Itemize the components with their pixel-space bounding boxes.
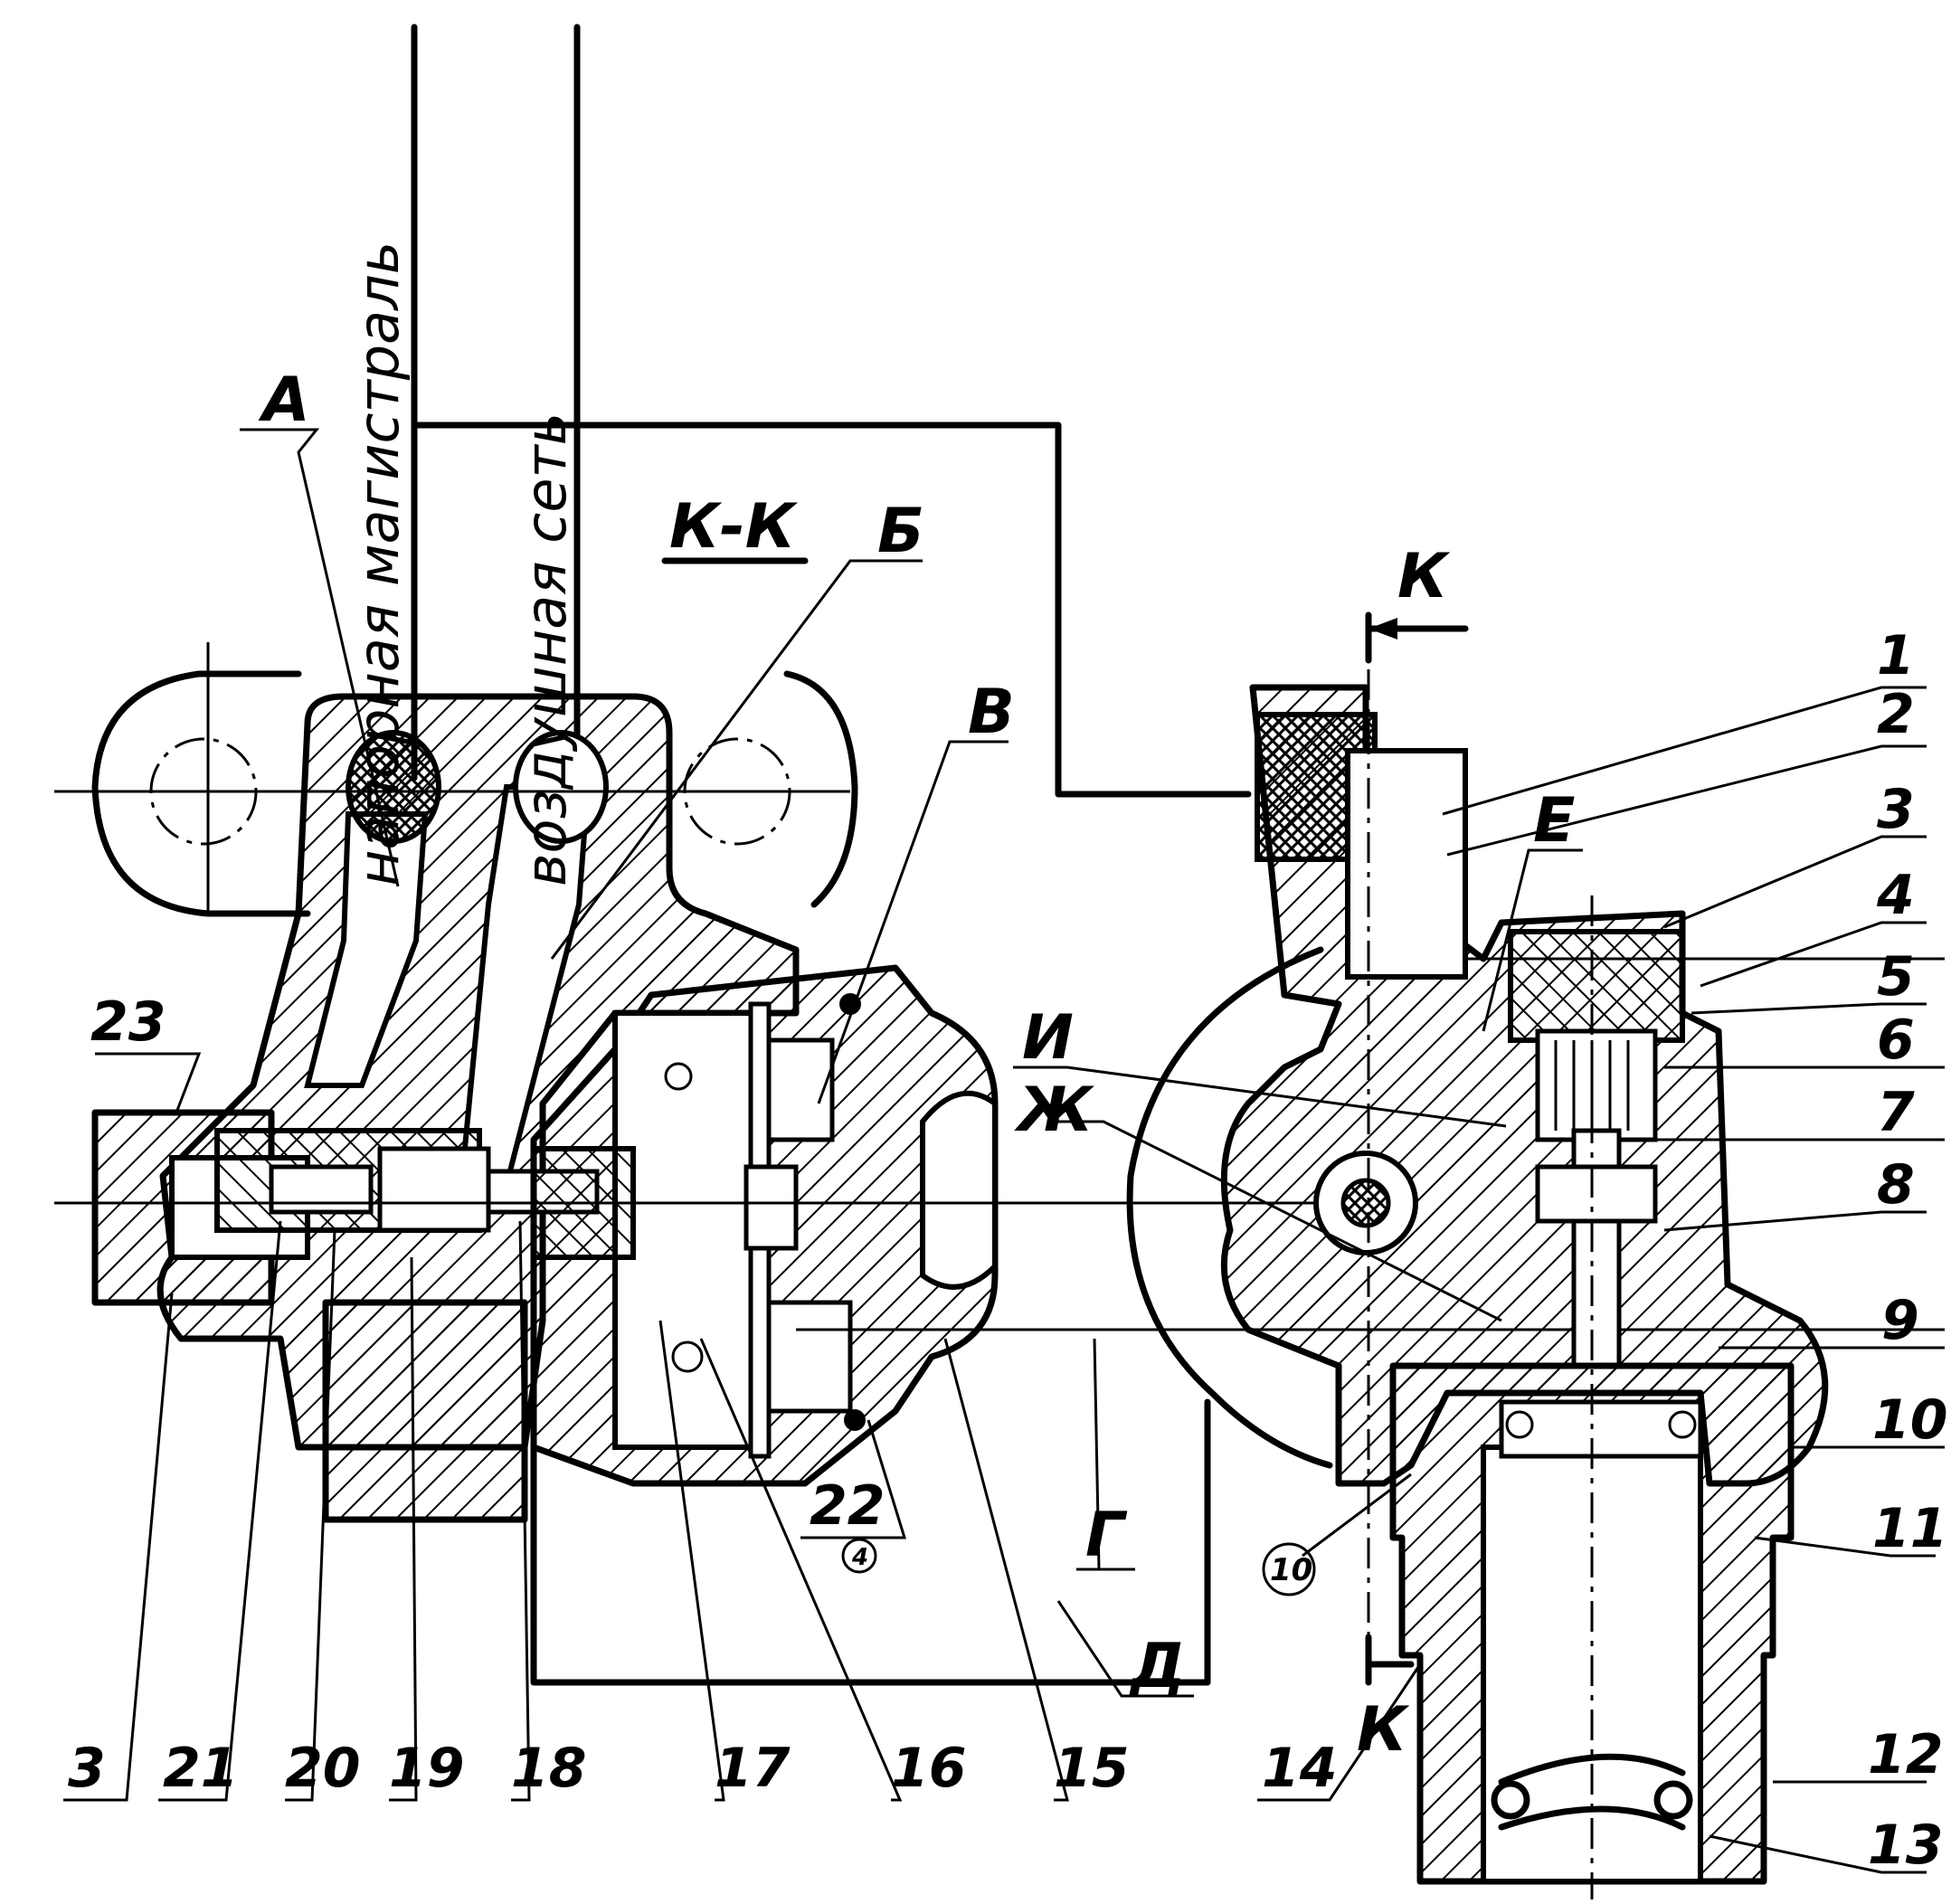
number-6: 6 [1877,1009,1915,1072]
number-4: 4 [1876,864,1915,927]
number-15: 15 [1054,1737,1130,1800]
number-14: 14 [1262,1737,1338,1800]
number-13: 13 [1868,1814,1944,1877]
left-stem [214,1128,600,1523]
section-mark-arrows [1365,611,1469,1686]
label-pressure-line: напорная магистраль [346,242,412,886]
letter-e: Е [1533,785,1575,857]
section-title: К-К [669,491,799,563]
number-20: 20 [285,1737,361,1800]
pipe-lines [411,24,581,781]
number-21: 21 [163,1737,239,1800]
number-11: 11 [1872,1497,1948,1560]
number-17: 17 [715,1737,791,1800]
circled-ten-ring [1262,1542,1316,1596]
leader-lines [63,428,1945,1874]
number-18: 18 [511,1737,587,1800]
letter-b: Б [877,496,924,567]
letter-v: В [968,677,1015,748]
right-valve-body [1126,684,1829,1885]
number-7: 7 [1877,1081,1915,1144]
number-22-sub: 4 [851,1544,868,1571]
number-16: 16 [891,1737,967,1800]
section-mark-bottom: К [1357,1694,1410,1766]
letter-d: Д [1129,1631,1186,1702]
label-air-network: воздушная сеть [513,412,579,886]
number-19: 19 [389,1737,465,1800]
number-9: 9 [1881,1289,1919,1352]
number-8: 8 [1877,1153,1915,1217]
number-23: 23 [90,990,166,1054]
number-3-bottom: 3 [68,1737,106,1800]
number-3-right: 3 [1877,778,1915,841]
number-10: 10 [1872,1388,1948,1452]
circled-sub-ring [841,1538,877,1574]
section-mark-top: К [1397,541,1451,612]
letter-g: Г [1085,1500,1128,1571]
diaphragm-chamber [530,964,999,1487]
number-1: 1 [1877,624,1915,687]
left-valve-body [91,670,858,1451]
letter-i: И [1022,1002,1074,1074]
number-22: 22 [810,1474,886,1538]
letter-zh: Ж [1014,1075,1094,1146]
circled-number-10: 10 [1270,1552,1312,1588]
center-lines [1367,615,1594,1899]
number-5: 5 [1877,945,1915,1009]
number-12: 12 [1868,1723,1944,1786]
number-2: 2 [1877,683,1915,746]
letter-a: А [258,365,310,436]
